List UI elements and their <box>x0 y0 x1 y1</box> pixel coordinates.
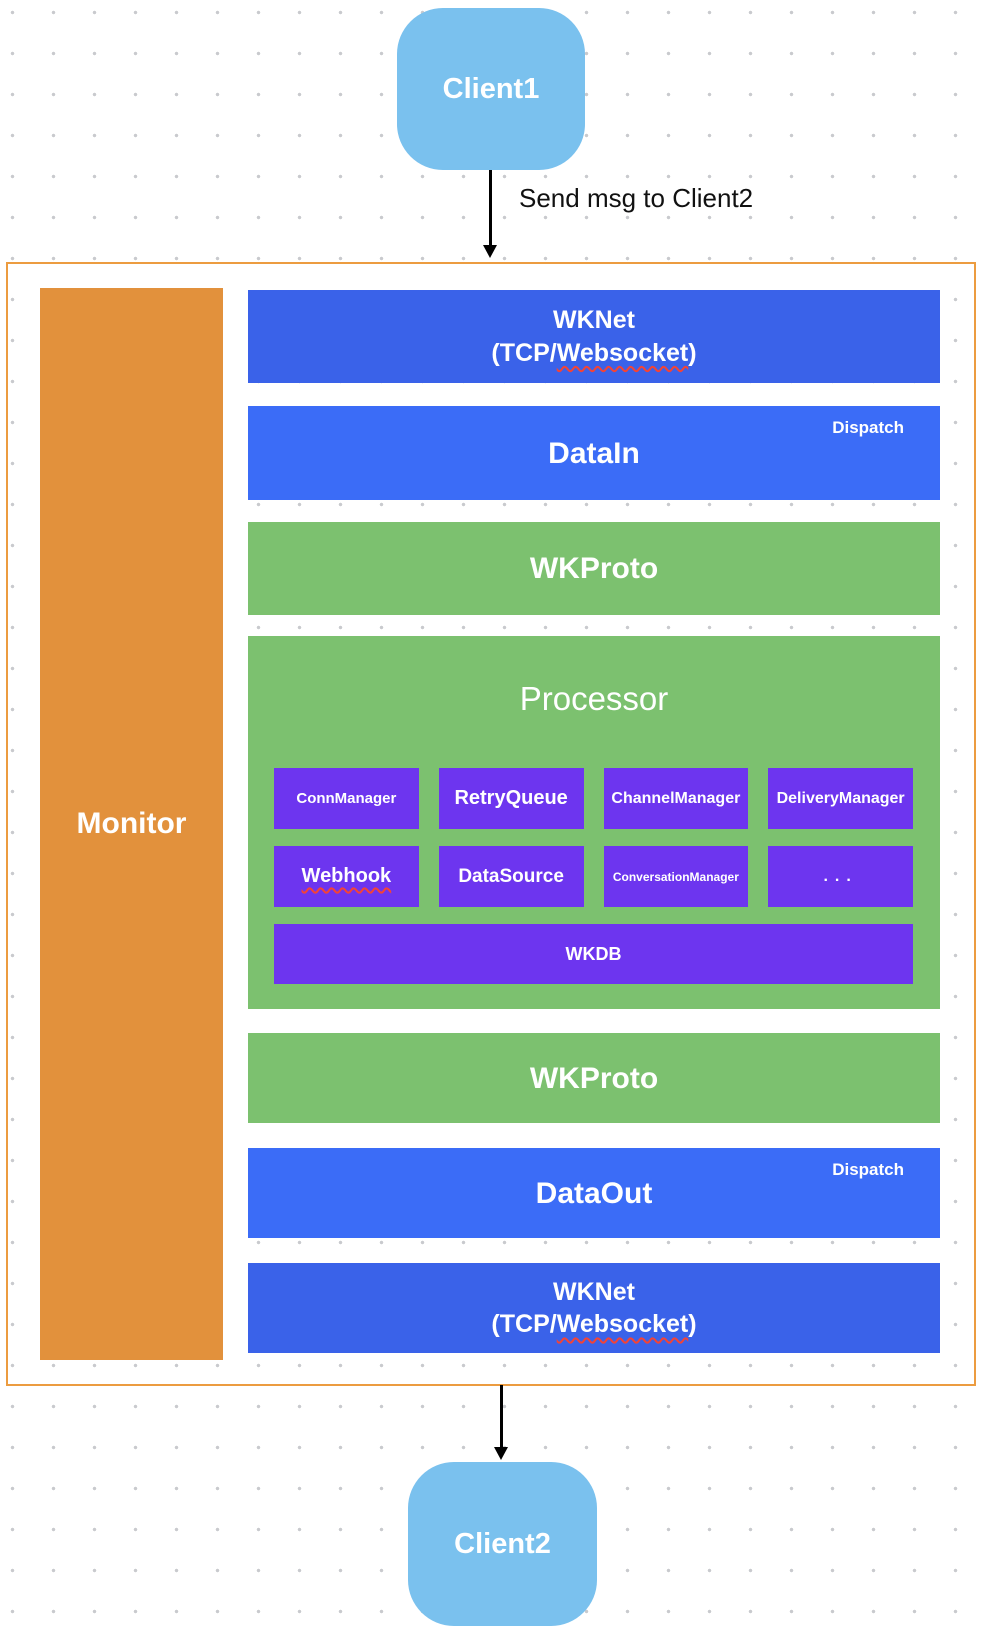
processor-module-grid: ConnManager RetryQueue ChannelManager De… <box>274 768 913 984</box>
datain-dispatch-badge: Dispatch <box>832 418 904 437</box>
wknet-top-title: WKNet <box>553 306 635 334</box>
module-more-label: ... <box>823 867 858 885</box>
wknet-bottom-subtitle-word: Websocket <box>556 1310 689 1338</box>
node-dataout: Dispatch DataOut <box>248 1148 940 1238</box>
module-deliverymanager-label: DeliveryManager <box>776 789 905 807</box>
module-datasource: DataSource <box>438 846 584 907</box>
arrow-shaft <box>489 170 492 245</box>
wkproto-top-title: WKProto <box>529 552 659 585</box>
module-channelmanager: ChannelManager <box>603 768 749 829</box>
wknet-top-subtitle-word: Websocket <box>556 338 689 367</box>
module-webhook-label: Webhook <box>301 865 392 887</box>
module-retryqueue: RetryQueue <box>438 768 584 829</box>
node-wknet-top: WKNet (TCP/Websocket) <box>248 290 940 383</box>
arrow-head-icon <box>494 1447 509 1460</box>
wknet-bottom-subtitle: (TCP/Websocket) <box>491 1308 696 1341</box>
flow-arrow-label: Send msg to Client2 <box>519 183 754 213</box>
node-wkproto-top: WKProto <box>248 522 940 615</box>
wknet-top-subtitle-suffix: ) <box>688 338 697 367</box>
client2-label: Client2 <box>454 1527 551 1560</box>
wknet-bottom-title: WKNet <box>553 1277 635 1306</box>
node-client2: Client2 <box>408 1462 597 1626</box>
node-monitor: Monitor <box>40 288 223 1360</box>
wknet-bottom-subtitle-suffix: ) <box>688 1310 697 1338</box>
module-deliverymanager: DeliveryManager <box>768 768 913 829</box>
wkproto-bottom-title: WKProto <box>529 1061 659 1095</box>
node-client1: Client1 <box>397 8 585 170</box>
node-wknet-bottom: WKNet (TCP/Websocket) <box>248 1263 940 1353</box>
dataout-title: DataOut <box>535 1176 653 1210</box>
node-processor: Processor ConnManager RetryQueue Channel… <box>248 636 940 1009</box>
wknet-top-subtitle: (TCP/Websocket) <box>491 337 696 370</box>
node-datain: Dispatch DataIn <box>248 406 940 500</box>
module-datasource-label: DataSource <box>458 865 564 887</box>
module-connmanager: ConnManager <box>274 768 419 829</box>
arrow-head-icon <box>483 245 498 258</box>
dataout-dispatch-badge: Dispatch <box>832 1160 904 1179</box>
wknet-top-subtitle-prefix: (TCP/ <box>491 338 557 367</box>
module-connmanager-label: ConnManager <box>296 790 397 807</box>
module-channelmanager-label: ChannelManager <box>611 789 741 807</box>
datain-title: DataIn <box>548 436 640 470</box>
module-conversationmanager: ConversationManager <box>603 846 749 907</box>
arrow-shaft <box>500 1385 503 1447</box>
module-more: ... <box>768 846 913 907</box>
module-conversationmanager-label: ConversationManager <box>612 869 739 884</box>
client1-label: Client1 <box>442 72 540 105</box>
node-wkproto-bottom: WKProto <box>248 1033 940 1123</box>
module-wkdb: WKDB <box>274 924 913 984</box>
monitor-label: Monitor <box>76 807 187 840</box>
wknet-bottom-subtitle-prefix: (TCP/ <box>491 1310 557 1338</box>
module-webhook: Webhook <box>274 846 419 907</box>
module-wkdb-label: WKDB <box>565 943 622 964</box>
module-retryqueue-label: RetryQueue <box>454 787 568 809</box>
server-boundary <box>6 262 976 1386</box>
processor-title: Processor <box>519 680 669 717</box>
